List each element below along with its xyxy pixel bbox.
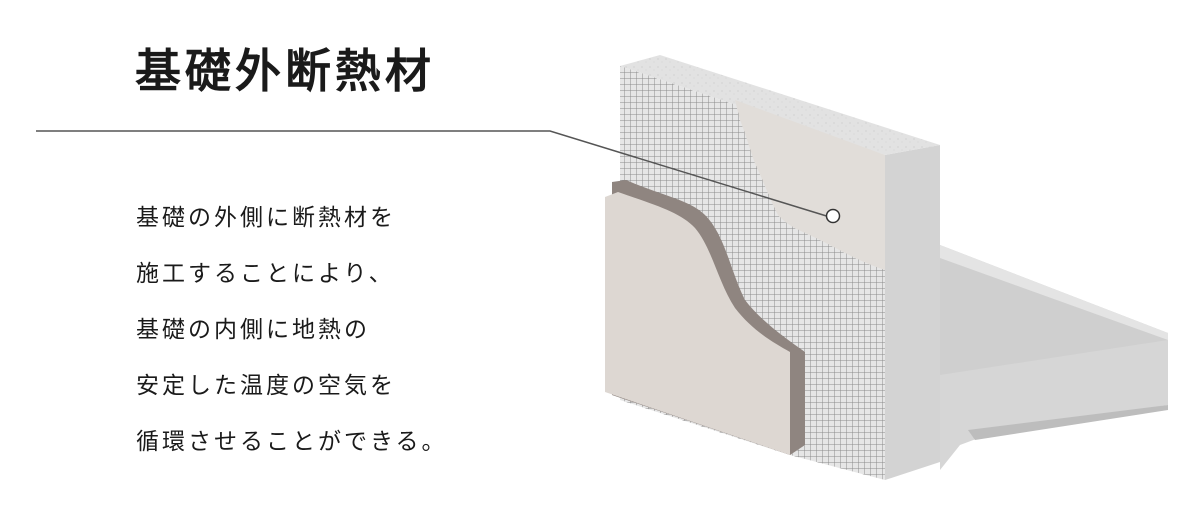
foundation-wall-side	[885, 145, 940, 480]
description-line: 循環させることができる。	[136, 429, 448, 455]
description-line: 基礎の外側に断熱材を	[136, 205, 396, 231]
description-line: 施工することにより、	[136, 261, 395, 287]
description-line: 安定した温度の空気を	[136, 373, 396, 399]
foundation-wall-top	[620, 55, 940, 155]
leader-line	[36, 130, 834, 219]
foundation-slab	[940, 245, 1168, 470]
leader-marker	[825, 208, 841, 224]
description: 基礎の外側に断熱材を 施工することにより、 基礎の内側に地熱の 安定した温度の空…	[136, 190, 448, 470]
base-coat	[735, 100, 885, 270]
description-line: 基礎の内側に地熱の	[136, 317, 370, 343]
title: 基礎外断熱材	[135, 44, 435, 98]
finish-coat-panel	[605, 192, 790, 455]
